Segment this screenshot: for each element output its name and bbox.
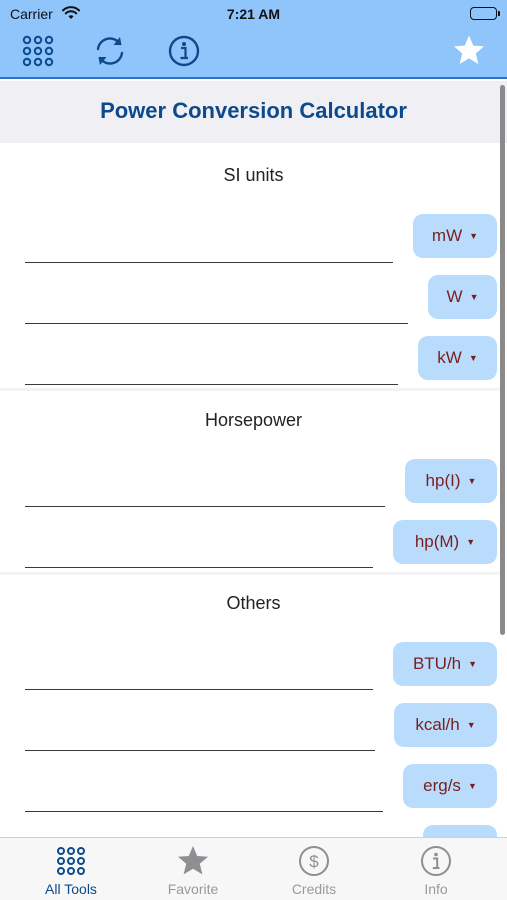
unit-label-w: W (446, 287, 463, 306)
grid-icon (57, 847, 85, 875)
tab-bar: All Tools Favorite $ Credits Info (0, 837, 507, 900)
clock-time: 7:21 AM (226, 6, 281, 22)
section-title-others: Others (226, 593, 281, 613)
caret-down-icon: ▼ (466, 537, 476, 547)
unit-label-btu-h: BTU/h (412, 654, 462, 673)
tab-all-tools[interactable]: All Tools (21, 838, 121, 900)
tab-info[interactable]: Info (386, 838, 486, 900)
caret-down-icon: ▼ (467, 781, 477, 791)
section-divider (0, 572, 500, 575)
section-title-si-units: SI units (223, 165, 284, 185)
unit-select-mw[interactable]: mW ▼ (413, 214, 497, 258)
unit-label-kcal-h: kcal/h (415, 715, 460, 734)
unit-select-w[interactable]: W▼ (428, 275, 497, 319)
unit-select-kw[interactable]: kW ▼ (418, 336, 497, 380)
kcal-h-value-input[interactable] (25, 729, 375, 751)
tab-label-all-tools: All Tools (45, 881, 97, 897)
page-title: Power Conversion Calculator (100, 98, 407, 123)
caret-down-icon: ▼ (468, 353, 478, 363)
svg-text:$: $ (309, 852, 319, 871)
btu-h-value-input[interactable] (25, 668, 373, 690)
unit-select-hp-i[interactable]: hp(I) ▼ (405, 459, 497, 503)
unit-label-hp-m: hp(M) (414, 532, 460, 551)
unit-select-kcal-h[interactable]: kcal/h ▼ (394, 703, 497, 747)
caret-down-icon: ▼ (467, 476, 477, 486)
favorite-star-icon[interactable] (452, 34, 486, 68)
battery-icon (470, 7, 500, 20)
hp-m-value-input[interactable] (25, 546, 373, 568)
unit-label-kw: kW (437, 348, 462, 367)
dollar-icon: $ (299, 846, 329, 876)
unit-select-hp-m[interactable]: hp(M) ▼ (393, 520, 497, 564)
tab-credits[interactable]: $ Credits (264, 838, 364, 900)
erg-s-value-input[interactable] (25, 790, 383, 812)
section-title-horsepower: Horsepower (204, 410, 303, 430)
unit-select-partial[interactable] (423, 825, 497, 837)
caret-down-icon: ▼ (469, 231, 479, 241)
title-band (0, 81, 507, 143)
section-divider (0, 388, 500, 391)
unit-select-erg-s[interactable]: erg/s ▼ (403, 764, 497, 808)
info-icon (421, 846, 451, 876)
converter-form: SI units mW▼ W▼ kW▼ Horsepower hp(I)▼ hp… (0, 145, 500, 837)
status-bar: Carrier 7:21 AM (0, 0, 507, 28)
unit-label-mw: mW (431, 226, 463, 245)
info-icon[interactable] (167, 34, 201, 68)
navigation-header: Carrier 7:21 AM (0, 0, 507, 79)
kw-value-input[interactable] (25, 363, 398, 385)
carrier-label: Carrier (10, 6, 53, 22)
refresh-icon[interactable] (93, 34, 127, 68)
unit-label-hp-i: hp(I) (425, 471, 461, 490)
wifi-icon (62, 6, 80, 25)
tab-favorite[interactable]: Favorite (143, 838, 243, 900)
tab-label-credits: Credits (291, 881, 337, 897)
scrollbar[interactable] (500, 85, 505, 635)
all-tools-grid-icon[interactable] (21, 34, 55, 68)
mw-value-input[interactable] (25, 241, 393, 263)
caret-down-icon: ▼ (468, 659, 478, 669)
caret-down-icon: ▼ (469, 292, 479, 302)
tab-label-favorite: Favorite (167, 881, 219, 897)
unit-label-erg-s: erg/s (423, 776, 461, 795)
tab-label-info: Info (424, 881, 448, 897)
unit-select-btu-h[interactable]: BTU/h ▼ (393, 642, 497, 686)
hp-i-value-input[interactable] (25, 485, 385, 507)
w-value-input[interactable] (25, 302, 408, 324)
caret-down-icon: ▼ (466, 720, 476, 730)
star-icon (178, 846, 208, 875)
